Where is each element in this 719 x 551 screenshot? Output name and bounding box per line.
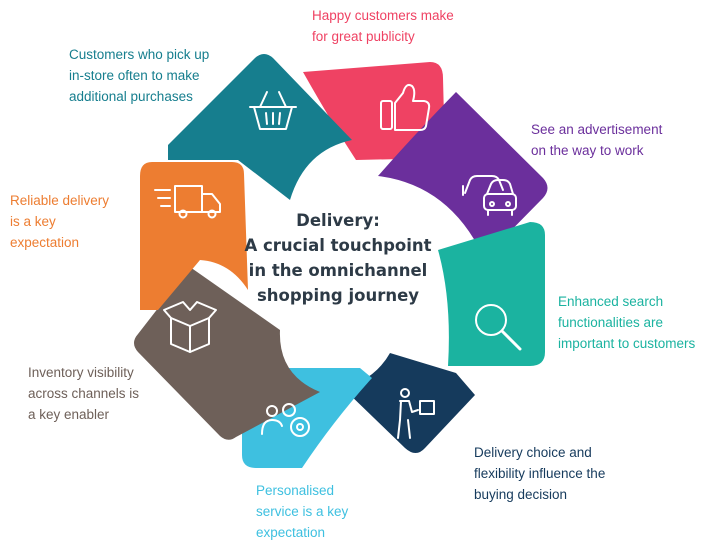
caption-advertisement: See an advertisement on the way to work [531, 122, 663, 158]
segment-publicity [303, 62, 445, 160]
caption-reliable: Reliable delivery is a key expectation [10, 193, 110, 250]
center-line: A crucial touchpoint [244, 236, 432, 255]
segment-inventory [134, 267, 320, 440]
cars-icon [462, 175, 517, 216]
people-gear-icon [261, 403, 310, 437]
center-circle [235, 164, 443, 372]
truck-icon [154, 185, 221, 219]
thumbs-up-icon [380, 83, 431, 131]
caption-publicity: Happy customers make for great publicity [312, 8, 454, 44]
box-icon [163, 301, 217, 353]
segment-search [438, 222, 545, 366]
caption-personalised: Personalised service is a key expectatio… [256, 483, 349, 540]
caption-delivery-choice: Delivery choice and flexibility influenc… [474, 445, 606, 502]
delivery-person-icon [397, 388, 435, 439]
segment-advertisement [378, 92, 548, 258]
search-icon [475, 304, 522, 351]
caption-search: Enhanced search functionalities are impo… [558, 294, 696, 351]
caption-inventory: Inventory visibility across channels is … [28, 365, 140, 422]
caption-pickup: Customers who pick up in-store often to … [69, 47, 210, 104]
center-line: Delivery: [296, 211, 380, 230]
center-line: in the omnichannel [248, 261, 428, 280]
center-line: shopping journey [256, 286, 420, 305]
basket-icon [249, 91, 297, 130]
center-title: Delivery: A crucial touchpoint in the om… [232, 208, 444, 308]
